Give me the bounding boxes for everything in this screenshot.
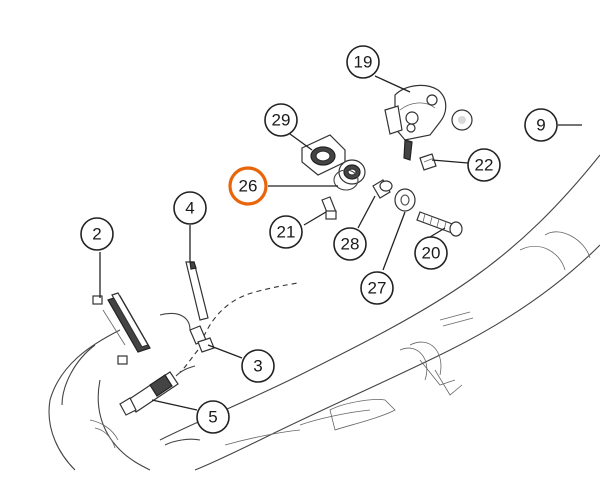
header-pipe xyxy=(48,312,201,471)
callout-28[interactable]: 28 xyxy=(333,227,367,261)
callout-20[interactable]: 20 xyxy=(414,236,448,270)
callout-label: 26 xyxy=(239,177,258,196)
rubber-mount xyxy=(301,134,346,176)
exhaust-pipe xyxy=(159,154,600,471)
callout-label: 2 xyxy=(92,225,101,244)
callout-29[interactable]: 29 xyxy=(264,103,298,137)
callout-27[interactable]: 27 xyxy=(360,271,394,305)
callout-9[interactable]: 9 xyxy=(524,108,558,142)
callout-label: 3 xyxy=(253,357,262,376)
cable-tie xyxy=(185,261,209,321)
callout-21[interactable]: 21 xyxy=(269,215,303,249)
callout-19[interactable]: 19 xyxy=(346,45,380,79)
small-screw-part xyxy=(321,196,337,220)
callout-label: 5 xyxy=(208,408,217,427)
callout-label: 22 xyxy=(475,156,494,175)
callout-22[interactable]: 22 xyxy=(467,148,501,182)
leader-lines xyxy=(99,75,582,411)
callout-label: 9 xyxy=(536,116,545,135)
callout-3[interactable]: 3 xyxy=(241,349,275,383)
callout-26[interactable]: 26 xyxy=(228,166,268,206)
callout-label: 4 xyxy=(185,199,194,218)
callout-label: 28 xyxy=(341,235,360,254)
washer-part xyxy=(394,188,416,212)
callout-label: 20 xyxy=(422,244,441,263)
callout-label: 19 xyxy=(354,53,373,72)
screw-part xyxy=(416,211,463,237)
callout-2[interactable]: 2 xyxy=(80,217,114,251)
callout-label: 27 xyxy=(368,279,387,298)
callout-label: 21 xyxy=(277,223,296,242)
lambda-sensor xyxy=(119,365,196,416)
callout-5[interactable]: 5 xyxy=(196,400,230,434)
bracket-assembly xyxy=(384,84,447,161)
spacer-part xyxy=(372,179,393,199)
connector xyxy=(189,325,215,353)
sensor-cable xyxy=(199,282,299,346)
callout-4[interactable]: 4 xyxy=(173,191,207,225)
grommet-part xyxy=(333,159,366,191)
callout-label: 29 xyxy=(272,111,291,130)
flange-gasket xyxy=(92,292,151,365)
nut-part xyxy=(419,153,437,171)
